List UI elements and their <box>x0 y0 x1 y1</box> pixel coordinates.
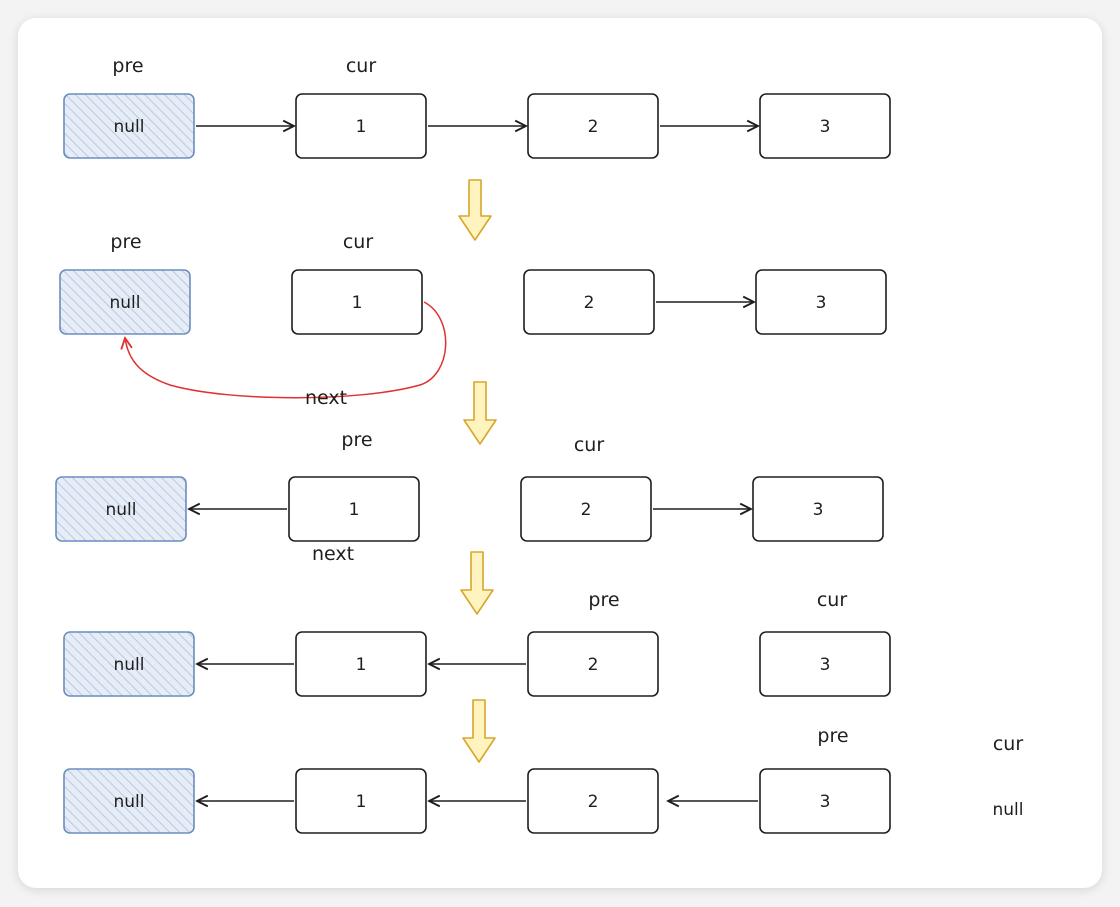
null-node-value: null <box>114 792 145 812</box>
node-2: 2 <box>527 93 659 159</box>
node-1-value: 1 <box>356 792 367 812</box>
null-node: null <box>55 476 187 542</box>
cur-null-value: null <box>993 800 1024 820</box>
null-node: null <box>59 269 191 335</box>
null-node-value: null <box>114 117 145 137</box>
null-node: null <box>63 93 195 159</box>
null-node-value: null <box>110 293 141 313</box>
node-1: 1 <box>295 93 427 159</box>
node-3: 3 <box>755 269 887 335</box>
node-2-value: 2 <box>584 293 595 313</box>
node-3-value: 3 <box>820 792 831 812</box>
node-1: 1 <box>295 631 427 697</box>
node-3-value: 3 <box>820 655 831 675</box>
row-4: pre cur null 1 2 3 <box>63 589 891 697</box>
node-3-value: 3 <box>813 500 824 520</box>
row-2: pre cur null 1 2 3 next <box>59 231 887 409</box>
step-down-arrow <box>460 551 494 615</box>
cur-label: cur <box>993 733 1023 755</box>
cur-label: cur <box>817 589 847 611</box>
cur-label: cur <box>346 55 376 77</box>
node-2-value: 2 <box>581 500 592 520</box>
null-node-value: null <box>114 655 145 675</box>
node-2: 2 <box>520 476 652 542</box>
next-label: next <box>312 543 354 565</box>
node-1-value: 1 <box>356 117 367 137</box>
next-edge-1-to-null <box>125 301 447 399</box>
node-3-value: 3 <box>816 293 827 313</box>
node-3: 3 <box>752 476 884 542</box>
null-node: null <box>63 631 195 697</box>
cur-label: cur <box>574 434 604 456</box>
pre-label: pre <box>341 429 372 451</box>
node-3: 3 <box>759 631 891 697</box>
pre-label: pre <box>110 231 141 253</box>
row-3: pre cur null 1 2 3 next <box>55 429 884 565</box>
row-1: pre cur null 1 2 3 <box>63 55 891 159</box>
node-3: 3 <box>759 93 891 159</box>
node-1-value: 1 <box>349 500 360 520</box>
pre-label: pre <box>817 725 848 747</box>
pre-label: pre <box>112 55 143 77</box>
pre-label: pre <box>588 589 619 611</box>
row-5: pre cur null null 1 2 3 <box>63 725 1024 834</box>
step-down-arrow <box>463 381 497 445</box>
node-2-value: 2 <box>588 655 599 675</box>
node-2: 2 <box>527 631 659 697</box>
node-1: 1 <box>291 269 423 335</box>
node-2: 2 <box>523 269 655 335</box>
node-2-value: 2 <box>588 117 599 137</box>
node-1: 1 <box>288 476 420 542</box>
null-node: null <box>63 768 195 834</box>
node-1-value: 1 <box>356 655 367 675</box>
step-down-arrow <box>458 179 492 241</box>
cur-label: cur <box>343 231 373 253</box>
node-1-value: 1 <box>352 293 363 313</box>
node-3-value: 3 <box>820 117 831 137</box>
next-label: next <box>305 387 347 409</box>
node-2: 2 <box>527 768 659 834</box>
node-2-value: 2 <box>588 792 599 812</box>
step-down-arrow <box>462 699 496 763</box>
diagram-card <box>18 18 1102 888</box>
node-3: 3 <box>759 768 891 834</box>
node-1: 1 <box>295 768 427 834</box>
null-node-value: null <box>106 500 137 520</box>
